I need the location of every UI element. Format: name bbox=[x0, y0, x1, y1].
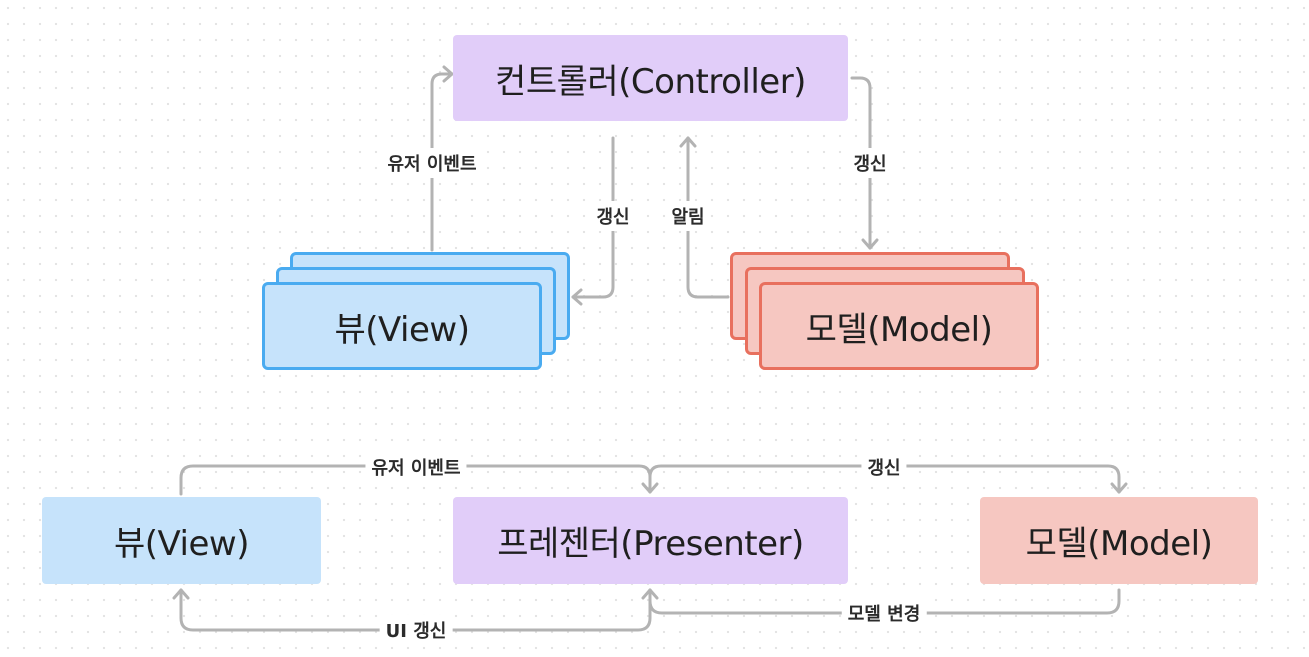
mvc-model-label: 모델(Model) bbox=[805, 309, 993, 350]
mvp-presenter-node: 프레젠터(Presenter) bbox=[453, 497, 848, 584]
mvc-edge-update-model bbox=[850, 76, 872, 250]
mvc-edge-user-event bbox=[430, 72, 454, 252]
mvc-update-view-label: 갱신 bbox=[590, 201, 636, 231]
mvc-edge-update-view bbox=[571, 136, 615, 299]
mvp-model-label: 모델(Model) bbox=[1025, 524, 1213, 564]
mvp-view-label: 뷰(View) bbox=[114, 524, 250, 564]
mvc-update-model-label: 갱신 bbox=[847, 148, 893, 178]
mvc-notify-label: 알림 bbox=[665, 201, 711, 231]
mvc-model-node: 모델(Model) bbox=[759, 282, 1039, 370]
arrowhead-update-view bbox=[571, 288, 583, 306]
mvc-view-label: 뷰(View) bbox=[334, 309, 471, 350]
mvp-user-event-label: 유저 이벤트 bbox=[365, 452, 467, 482]
mvp-model-node: 모델(Model) bbox=[980, 497, 1258, 584]
mvp-ui-update-label: UI 갱신 bbox=[379, 615, 453, 645]
mvp-presenter-label: 프레젠터(Presenter) bbox=[497, 524, 804, 564]
arrowhead-mvp-ui-update bbox=[172, 588, 190, 600]
mvp-view-node: 뷰(View) bbox=[42, 497, 321, 584]
mvp-update-model-label: 갱신 bbox=[861, 452, 907, 482]
arrowhead-mvp-update-model bbox=[1110, 482, 1128, 494]
mvc-controller-node: 컨트롤러(Controller) bbox=[453, 35, 848, 121]
mvc-controller-label: 컨트롤러(Controller) bbox=[495, 61, 806, 102]
mvp-model-change-label: 모델 변경 bbox=[841, 598, 927, 628]
mvc-view-node: 뷰(View) bbox=[262, 282, 542, 370]
mvc-user-event-label: 유저 이벤트 bbox=[381, 148, 483, 178]
mvc-edge-notify bbox=[686, 136, 730, 299]
arrowhead-mvp-model-change bbox=[641, 588, 659, 600]
arrowhead-user-event bbox=[442, 65, 454, 83]
arrowhead-mvp-user-event bbox=[641, 482, 659, 494]
arrowhead-notify bbox=[679, 136, 697, 148]
arrowhead-update-model bbox=[861, 238, 879, 250]
